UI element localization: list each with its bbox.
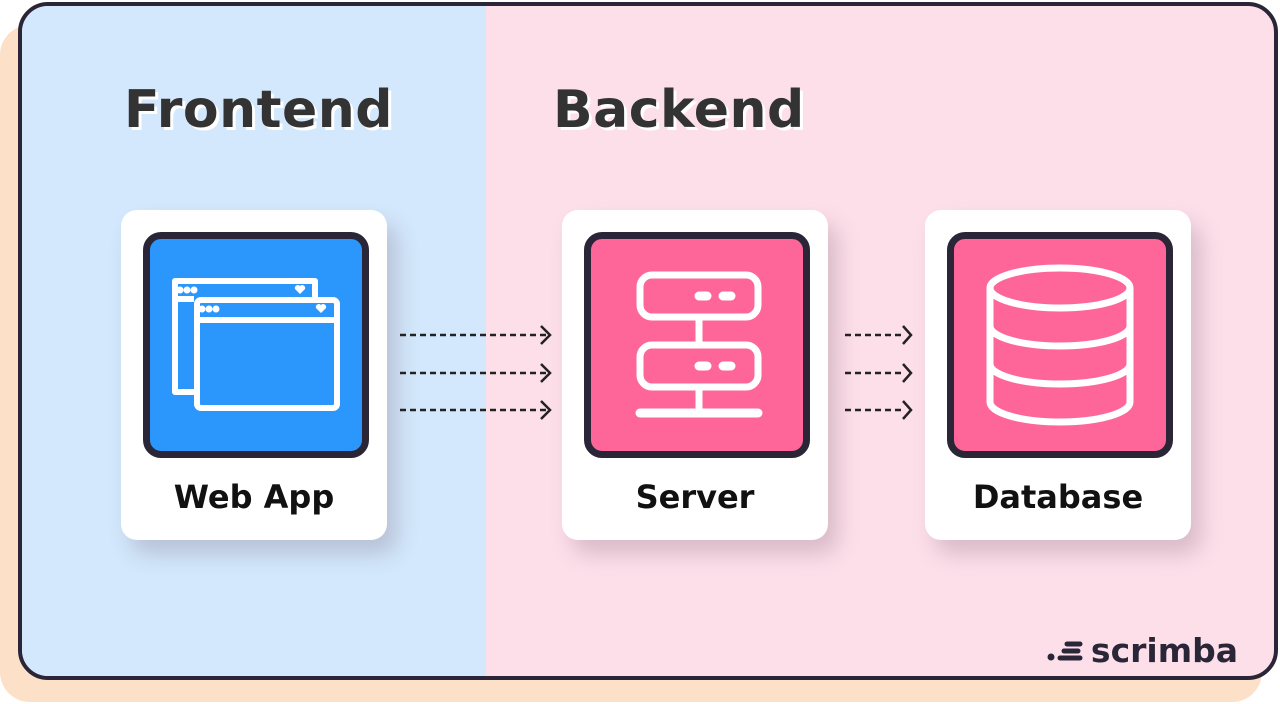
web-app-node: Web App (121, 210, 387, 540)
server-icon (635, 271, 763, 418)
web-app-icon-box (143, 232, 369, 458)
frontend-to-server-arrows (400, 325, 552, 420)
scrimba-logo-mark-icon (1047, 641, 1083, 660)
database-icon (986, 264, 1134, 426)
scrimba-logo: scrimba (1047, 631, 1238, 670)
database-icon-box (947, 232, 1173, 458)
frontend-heading: Frontend (124, 80, 393, 140)
web-app-label: Web App (173, 478, 335, 516)
backend-heading: Backend (553, 80, 805, 140)
browser-windows-icon (172, 278, 340, 411)
server-label: Server (635, 478, 755, 516)
database-node: Database (925, 210, 1191, 540)
server-icon-box (584, 232, 810, 458)
server-node: Server (562, 210, 828, 540)
database-label: Database (972, 478, 1144, 516)
scrimba-logo-text: scrimba (1090, 631, 1238, 670)
server-to-database-arrows (845, 325, 913, 420)
